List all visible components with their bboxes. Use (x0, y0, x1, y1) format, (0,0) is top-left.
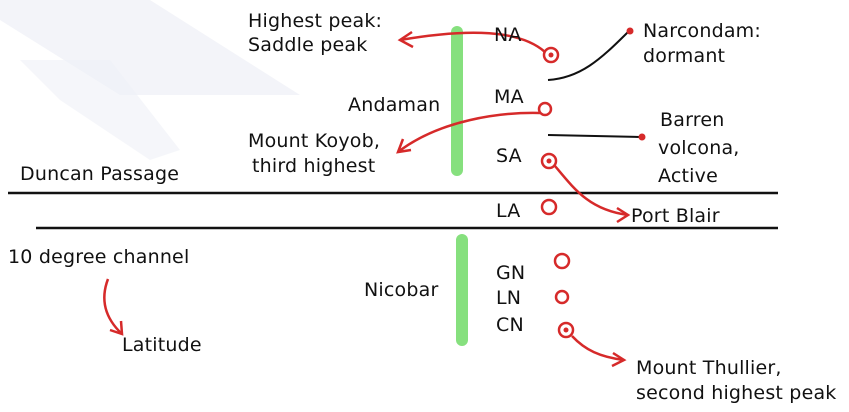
narcondam-status-label: dormant (643, 45, 726, 67)
island-ln-label: LN (496, 287, 522, 309)
barren-pointer-dot-icon (638, 133, 646, 141)
na-marker-icon (542, 46, 560, 64)
saddle-peak-arrow-icon (397, 30, 546, 53)
island-sa-label: SA (496, 145, 522, 167)
barren-label: Barren (660, 109, 725, 131)
latitude-label: Latitude (122, 334, 202, 356)
narcondam-label: Narcondam: (643, 20, 761, 42)
third-highest-label: third highest (252, 155, 376, 177)
nicobar-green-bar (456, 234, 468, 346)
active-label: Active (658, 165, 718, 187)
mount-thullier-label: Mount Thullier, (636, 357, 782, 379)
port-blair-label: Port Blair (631, 205, 720, 227)
saddle-peak-label-text: Saddle peak (248, 34, 368, 56)
barren-pointer (547, 133, 646, 141)
island-na-label: NA (494, 24, 522, 46)
andaman-label: Andaman (348, 94, 441, 116)
volcona-label: volcona, (658, 137, 740, 159)
watermark-shape-2 (20, 60, 180, 160)
narcondam-pointer (547, 27, 634, 81)
ten-degree-channel-label: 10 degree channel (8, 246, 190, 268)
island-cn-label: CN (496, 314, 524, 336)
island-ma-label: MA (494, 86, 524, 108)
cn-marker-icon (557, 321, 575, 339)
duncan-passage-label: Duncan Passage (20, 163, 180, 185)
nicobar-label: Nicobar (364, 279, 439, 301)
la-marker-icon (540, 198, 558, 216)
watermark-shape (0, 0, 300, 95)
andaman-green-bar (451, 26, 463, 176)
port-blair-arrow-icon (554, 165, 631, 224)
island-gn-label: GN (496, 262, 526, 284)
gn-marker-icon (553, 252, 571, 270)
ln-marker-icon (554, 289, 570, 305)
sa-marker-icon (540, 152, 558, 170)
mount-koyob-label: Mount Koyob, (248, 130, 381, 152)
narcondam-pointer-dot-icon (626, 27, 634, 35)
latitude-arrow-icon (103, 278, 124, 336)
ma-marker-icon (537, 101, 553, 117)
island-la-label: LA (496, 200, 521, 222)
mount-koyob-arrow-icon (396, 111, 541, 154)
mount-thullier-arrow-icon (571, 335, 627, 368)
highest-peak-label: Highest peak: (248, 10, 383, 32)
second-highest-peak-label: second highest peak (636, 382, 837, 404)
